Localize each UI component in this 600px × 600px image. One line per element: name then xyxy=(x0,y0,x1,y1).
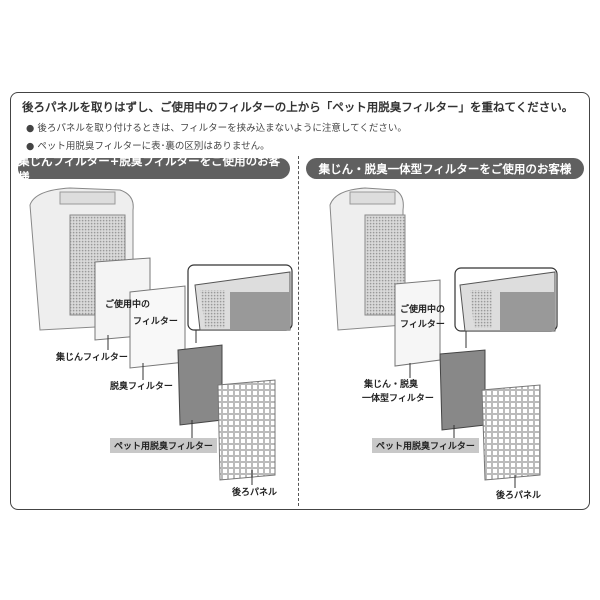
note-1: ● 後ろパネルを取り付けるときは、フィルターを挟み込まないように注意してください… xyxy=(26,123,407,134)
note-text: ペット用脱臭フィルターに表･裏の区別はありません。 xyxy=(37,141,270,152)
right-combined-label-1: 集じん・脱臭 xyxy=(364,380,419,390)
right-back-panel xyxy=(481,384,541,481)
left-back-panel xyxy=(217,379,276,481)
right-zoom-inset xyxy=(454,267,558,332)
right-purifier xyxy=(329,187,406,331)
left-in-use-label-1: ご使用中の xyxy=(105,300,151,310)
left-deodor-filter-label: 脱臭フィルター xyxy=(110,382,173,392)
right-pet-filter xyxy=(439,349,486,431)
right-combined-label-2: 一体型フィルター xyxy=(362,394,434,404)
left-back-panel-label: 後ろパネル xyxy=(232,488,278,498)
right-in-use-label-2: フィルター xyxy=(400,320,445,330)
right-in-use-label-1: ご使用中の xyxy=(400,305,446,315)
section-divider xyxy=(298,156,299,506)
right-header: 集じん・脱臭一体型フィルターをご使用のお客様 xyxy=(306,158,584,179)
left-pet-filter xyxy=(177,344,223,426)
left-pet-filter-label: ペット用脱臭フィルター xyxy=(110,438,217,453)
left-dust-filter-label: 集じんフィルター xyxy=(56,353,128,363)
right-pet-filter-label: ペット用脱臭フィルター xyxy=(372,438,479,453)
right-back-panel-label: 後ろパネル xyxy=(496,491,542,501)
instruction-frame xyxy=(10,92,590,510)
note-text: 後ろパネルを取り付けるときは、フィルターを挟み込まないように注意してください。 xyxy=(37,123,407,134)
left-zoom-inset xyxy=(187,264,293,331)
note-2: ● ペット用脱臭フィルターに表･裏の区別はありません。 xyxy=(26,141,270,152)
left-in-use-label-2: フィルター xyxy=(133,317,178,327)
instruction-text: 後ろパネルを取りはずし、ご使用中のフィルターの上から「ペット用脱臭フィルター」を… xyxy=(22,100,574,114)
